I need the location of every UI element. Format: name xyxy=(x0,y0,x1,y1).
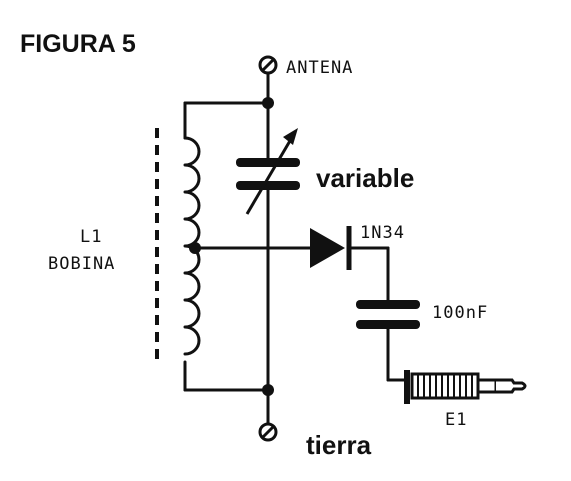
ground-label: tierra xyxy=(306,430,372,460)
antenna-terminal xyxy=(258,55,278,75)
junction-dot-top xyxy=(262,97,274,109)
earphone-plug-symbol xyxy=(404,370,527,404)
capacitor-100nf-symbol xyxy=(356,300,420,329)
antenna-label: ANTENA xyxy=(286,58,354,78)
coil-label-l1: L1 xyxy=(80,227,103,247)
earphone-label: E1 xyxy=(445,410,468,430)
capacitor-label: 100nF xyxy=(432,303,489,323)
variable-label: variable xyxy=(316,163,415,193)
diode-symbol xyxy=(310,226,352,270)
coil-symbol xyxy=(183,136,201,356)
coil-label-bobina: BOBINA xyxy=(48,254,116,274)
diode-label: 1N34 xyxy=(360,223,405,243)
ground-terminal xyxy=(258,422,278,442)
figure-title: FIGURA 5 xyxy=(20,30,136,58)
junction-dot-bottom xyxy=(262,384,274,396)
variable-capacitor-symbol xyxy=(236,128,300,215)
wires xyxy=(183,71,406,426)
